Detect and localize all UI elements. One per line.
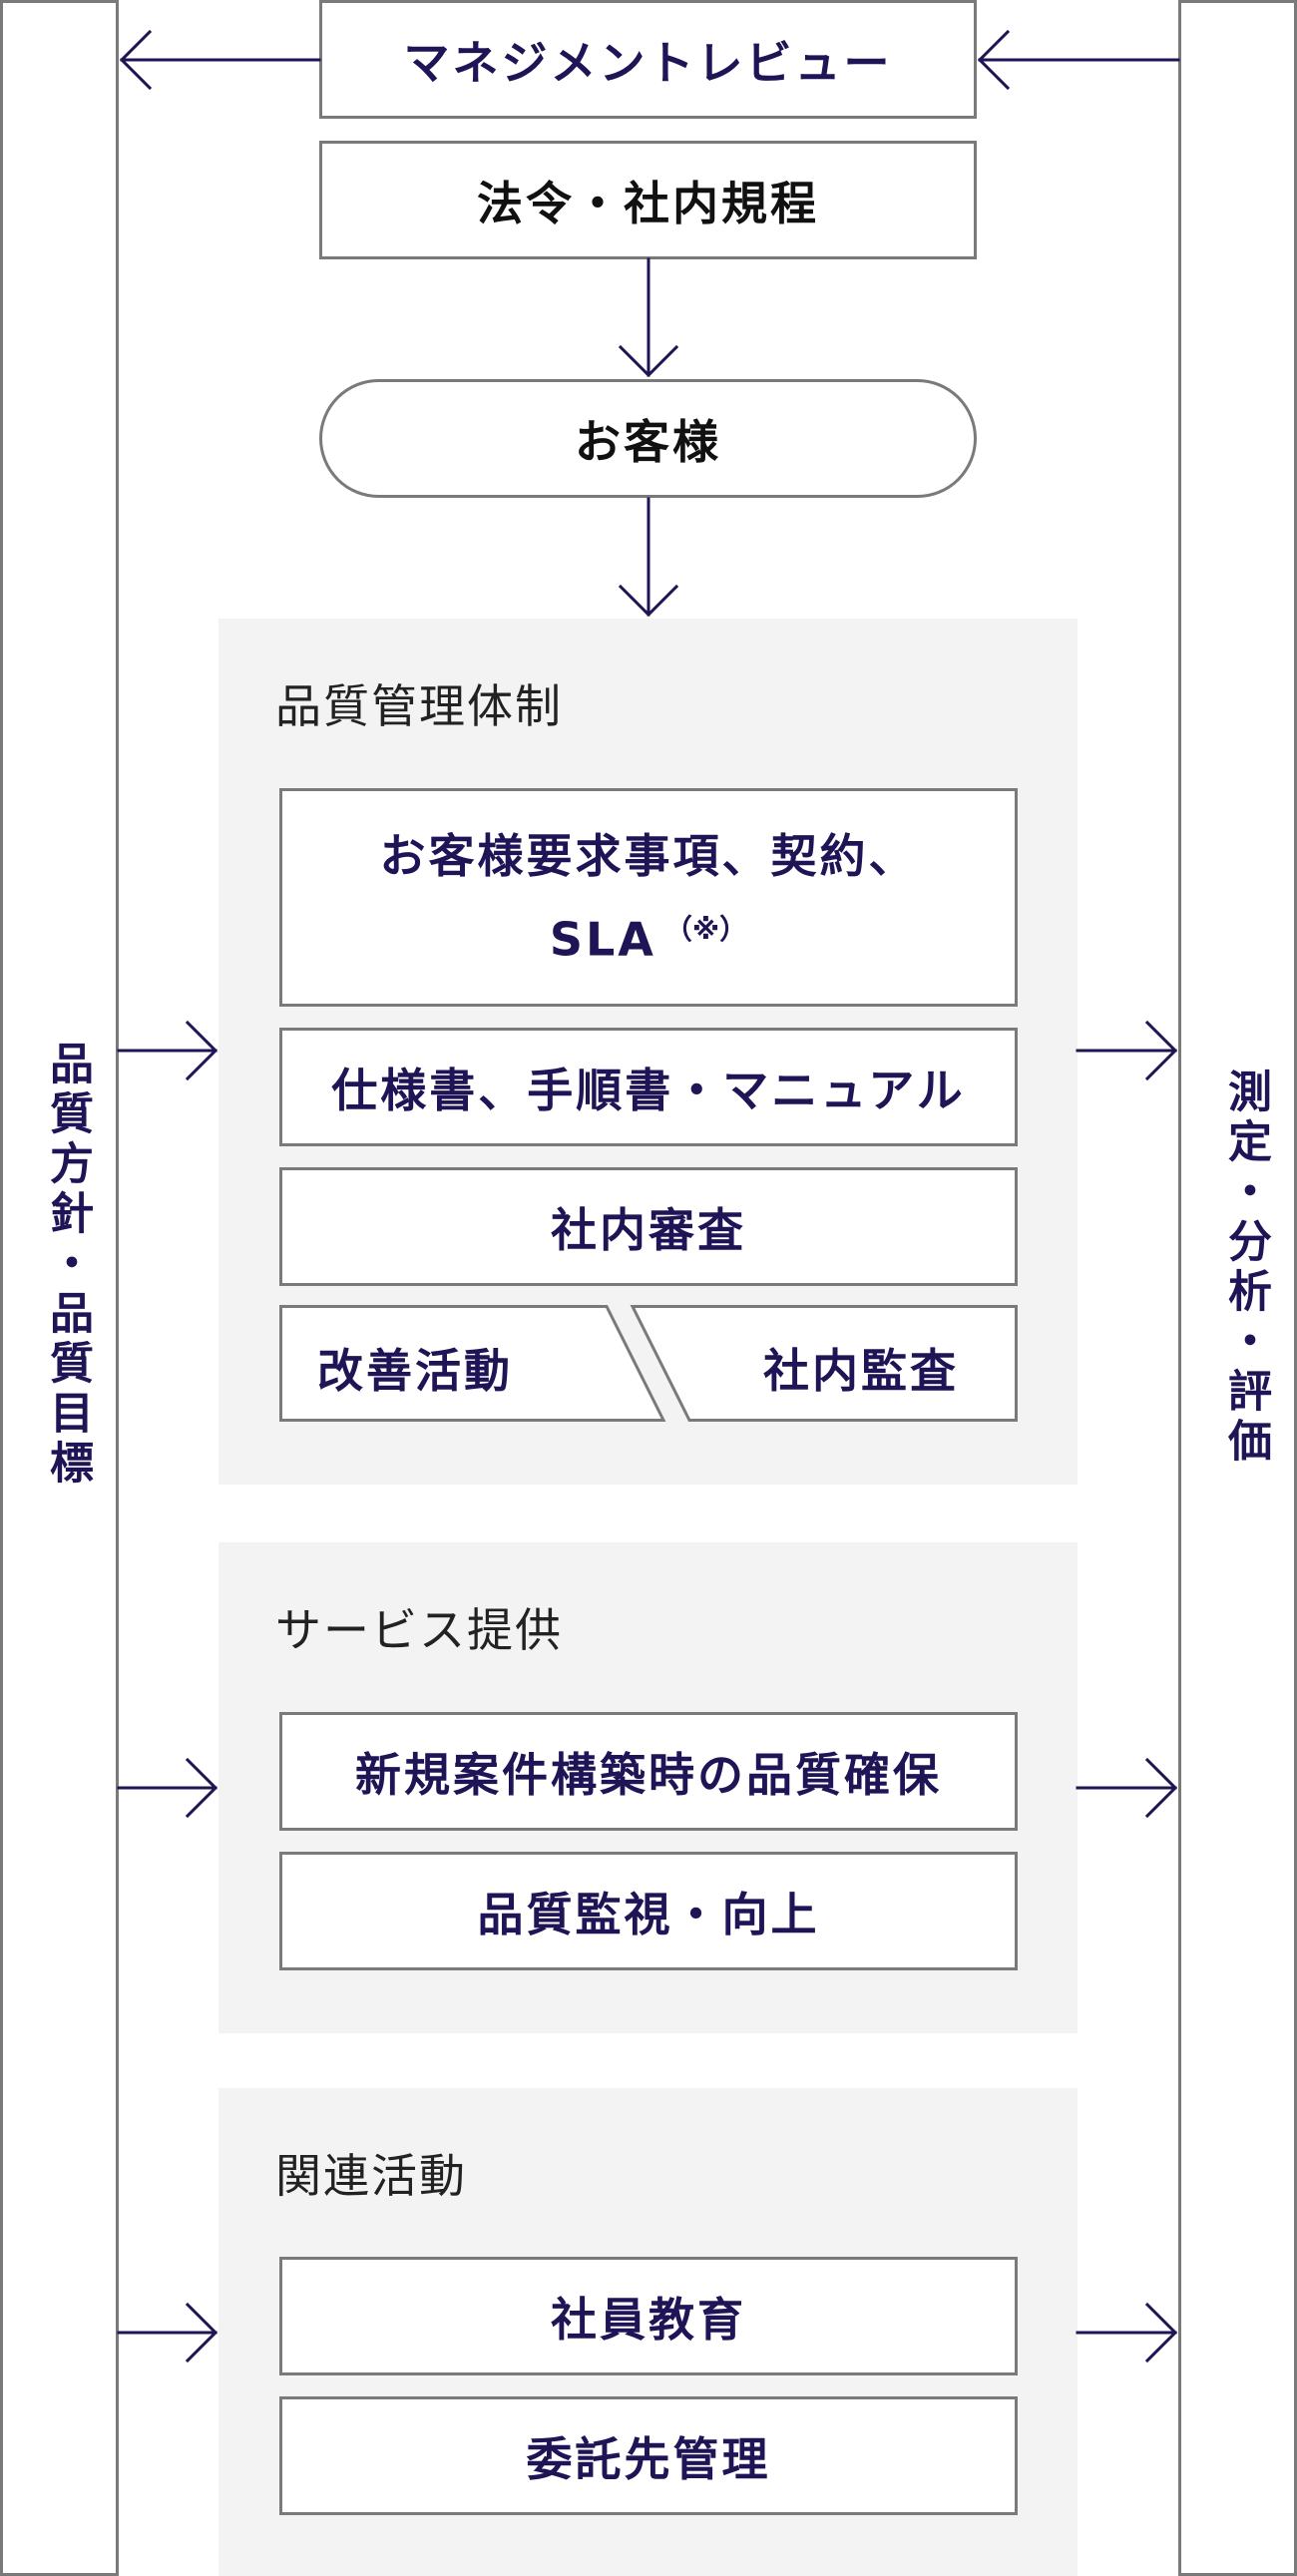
requirements-box: お客様要求事項、契約、 SLA（※） [279,788,1018,1007]
arrow-related-to-right [1076,2302,1178,2363]
measurement-column: 測定・分析・評価 [1178,0,1297,2576]
outsourcing-box: 委託先管理 [279,2396,1018,2515]
customer-box: お客様 [319,379,977,498]
service-title: サービス提供 [275,1603,563,1657]
monitoring-box: 品質監視・向上 [279,1852,1018,1970]
management-review-box: マネジメントレビュー [319,0,977,119]
arrow-left-to-related [117,2302,218,2363]
internal-review-box: 社内審査 [279,1167,1018,1286]
arrow-quality-system-to-right [1076,1020,1178,1081]
new-project-box: 新規案件構築時の品質確保 [279,1712,1018,1831]
related-activities-title: 関連活動 [275,2149,467,2203]
requirements-line1: お客様要求事項、契約、 [379,828,918,883]
quality-policy-column: 品質方針・品質目標 [0,0,119,2576]
quality-system-title: 品質管理体制 [275,679,563,733]
arrow-left-to-service [117,1757,218,1819]
requirements-line2: SLA（※） [549,912,748,967]
education-box: 社員教育 [279,2257,1018,2375]
regulations-box: 法令・社内規程 [319,141,977,259]
improvement-label: 改善活動 [317,1344,513,1398]
arrow-left-to-quality-system [117,1020,218,1081]
arrow-regulations-to-customer [618,257,679,378]
arrow-to-left-column [119,29,321,91]
arrow-to-management-review [977,29,1180,91]
arrow-customer-to-panel [618,497,679,618]
quality-policy-label: 品質方針・品質目標 [42,1041,93,1490]
spec-box: 仕様書、手順書・マニュアル [279,1028,1018,1146]
arrow-service-to-right [1076,1757,1178,1819]
requirements-note: （※） [663,912,748,946]
measurement-label: 測定・分析・評価 [1220,1069,1271,1468]
audit-label: 社内監査 [763,1344,959,1398]
